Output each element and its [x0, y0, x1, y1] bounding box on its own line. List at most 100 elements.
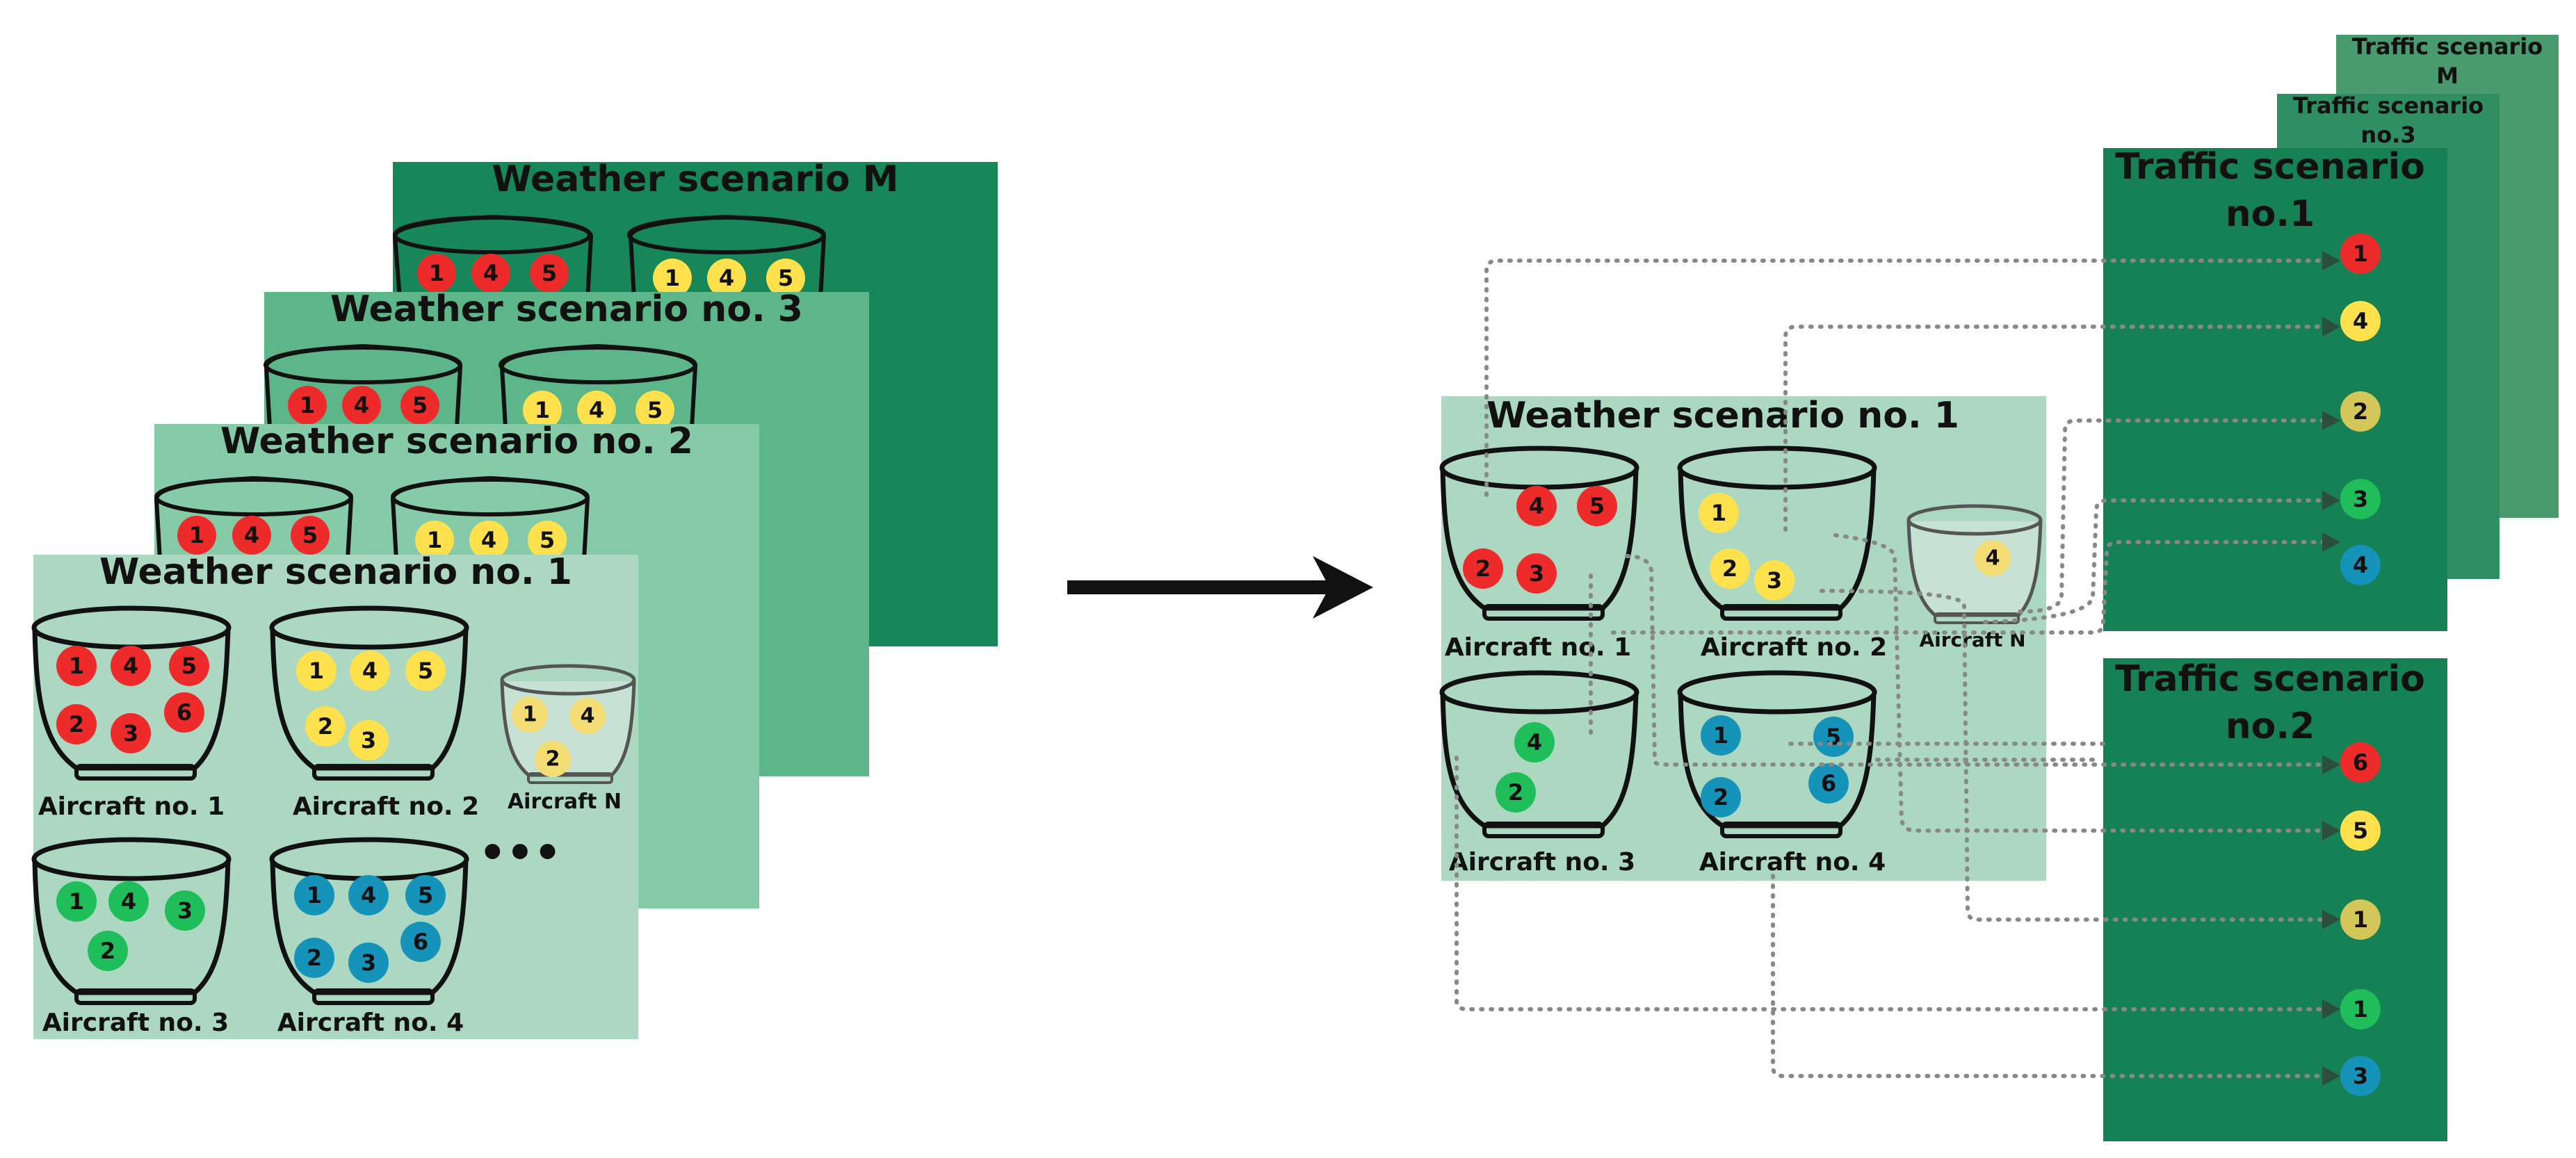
ball-number: 2 — [100, 938, 115, 964]
ball-number: 5 — [302, 522, 318, 548]
ball-number: 1 — [69, 653, 84, 679]
card-title: Weather scenario no. 1 — [99, 551, 572, 593]
ellipsis: ••• — [479, 827, 562, 878]
ball-number: 5 — [418, 658, 433, 684]
card-title-line2: no.2 — [2226, 706, 2315, 747]
traffic-scenario-1: Traffic scenario no.1 1 4 2 3 4 — [2103, 146, 2447, 631]
bowl — [627, 214, 827, 301]
card-title: Weather scenario no. 2 — [220, 421, 693, 462]
ball-number: 4 — [589, 397, 604, 423]
ball-number: 1 — [2353, 906, 2368, 933]
weather-card-1: Weather scenario no. 1 1 4 5 2 3 6 Aircr… — [31, 551, 638, 1039]
ball-red — [342, 386, 381, 425]
card-title-line2: M — [2436, 63, 2458, 89]
ball-number: 6 — [2353, 749, 2368, 776]
ball-number: 3 — [361, 727, 376, 753]
ball-green — [2340, 989, 2381, 1029]
arrowhead-icon — [2322, 317, 2340, 336]
ball-number: 1 — [307, 882, 322, 908]
card-title-line2: no.3 — [2360, 122, 2415, 148]
card-background — [1441, 396, 2046, 881]
ball-number: 4 — [1527, 729, 1542, 756]
ball-number: 5 — [647, 397, 663, 423]
ball-number: 1 — [429, 260, 444, 286]
ball-yellow — [707, 259, 746, 297]
card-background — [2103, 658, 2447, 1141]
ball-mustard — [2340, 899, 2381, 940]
bowl-aircraft-n: 1 4 2 — [500, 664, 636, 784]
ball-number: 1 — [427, 527, 442, 553]
ball-number: 1 — [665, 265, 680, 291]
ball-number: 4 — [581, 704, 595, 728]
card-title: Weather scenario no. 1 — [1487, 395, 1959, 437]
ball-yellow — [2340, 810, 2381, 851]
ball-number: 2 — [318, 713, 333, 740]
ball-number: 1 — [309, 658, 324, 684]
ball-blue — [2340, 1056, 2381, 1096]
ball-number: 3 — [1529, 560, 1544, 587]
arrowhead-icon — [2322, 1066, 2340, 1086]
ball-red — [288, 386, 327, 425]
ball-number: 5 — [2353, 817, 2368, 844]
ball-green — [2340, 479, 2381, 519]
bowl-aircraft-1: 4 5 2 3 — [1439, 446, 1639, 621]
bowl — [499, 343, 698, 430]
ball-number: 3 — [123, 720, 138, 747]
ball-number: 2 — [69, 711, 84, 737]
arrowhead-icon — [2322, 532, 2340, 552]
ball-red — [177, 516, 216, 555]
ball-number: 4 — [1986, 546, 2000, 571]
aircraft-label: Aircraft N — [508, 790, 622, 814]
aircraft-label: Aircraft no. 4 — [1699, 848, 1886, 876]
ball-red — [2340, 234, 2381, 274]
ball-number: 3 — [2353, 486, 2368, 512]
ball-number: 1 — [1713, 722, 1728, 749]
ball-row-red: 1 4 5 — [288, 386, 439, 425]
aircraft-label: Aircraft no. 1 — [1445, 633, 1631, 662]
ball-yellow — [415, 521, 454, 560]
ball-number: 1 — [1711, 500, 1726, 526]
ball-row-yellow: 1 4 5 — [415, 521, 567, 560]
ball-yellow — [528, 521, 567, 560]
ball-number: 2 — [546, 747, 560, 772]
ball-number: 3 — [177, 897, 193, 924]
ball-number: 3 — [361, 949, 376, 976]
arrowhead-icon — [2322, 821, 2340, 840]
bowl — [390, 475, 590, 562]
arrow-head-icon — [1313, 556, 1373, 619]
ball-number: 6 — [1821, 770, 1836, 797]
ball-yellow — [635, 391, 674, 430]
ball-red — [417, 254, 456, 293]
ball-number: 5 — [181, 653, 197, 679]
ball-number: 5 — [542, 260, 557, 286]
ball-number: 4 — [121, 888, 136, 915]
ball-number: 4 — [481, 527, 496, 553]
card-background — [33, 555, 638, 1039]
ball-number: 1 — [535, 397, 550, 423]
ball-number: 2 — [1722, 555, 1737, 582]
bowl-aircraft-2: 1 2 3 — [1677, 446, 1877, 621]
ball-yellow — [523, 391, 562, 430]
ball-number: 2 — [2353, 398, 2368, 425]
ball-row-red: 1 4 5 — [177, 516, 330, 555]
ball-red — [400, 386, 439, 425]
ball-number: 4 — [2353, 308, 2368, 334]
card-title-line1: Traffic scenario — [2115, 658, 2425, 700]
arrowhead-icon — [2322, 491, 2340, 510]
bowl-aircraft-4: 1 4 5 2 3 6 — [269, 837, 469, 1005]
bowl-aircraft-4: 1 5 6 2 — [1677, 670, 1877, 838]
ball-yellow — [766, 259, 805, 297]
traffic-scenario-2: Traffic scenario no.2 6 5 1 1 3 — [2103, 658, 2447, 1141]
ball-number: 2 — [1475, 555, 1491, 582]
ball-red — [530, 254, 569, 293]
card-title-line1: Traffic scenario — [2293, 92, 2484, 119]
aircraft-label: Aircraft no. 3 — [42, 1009, 229, 1037]
bowl — [154, 475, 354, 562]
bowl-aircraft-1: 1 4 5 2 3 6 — [31, 605, 232, 781]
aircraft-label: Aircraft no. 2 — [293, 792, 479, 821]
aircraft-label: Aircraft no. 4 — [277, 1009, 464, 1037]
arrowhead-icon — [2322, 910, 2340, 929]
ball-number: 5 — [418, 882, 433, 908]
bowl — [264, 343, 463, 430]
